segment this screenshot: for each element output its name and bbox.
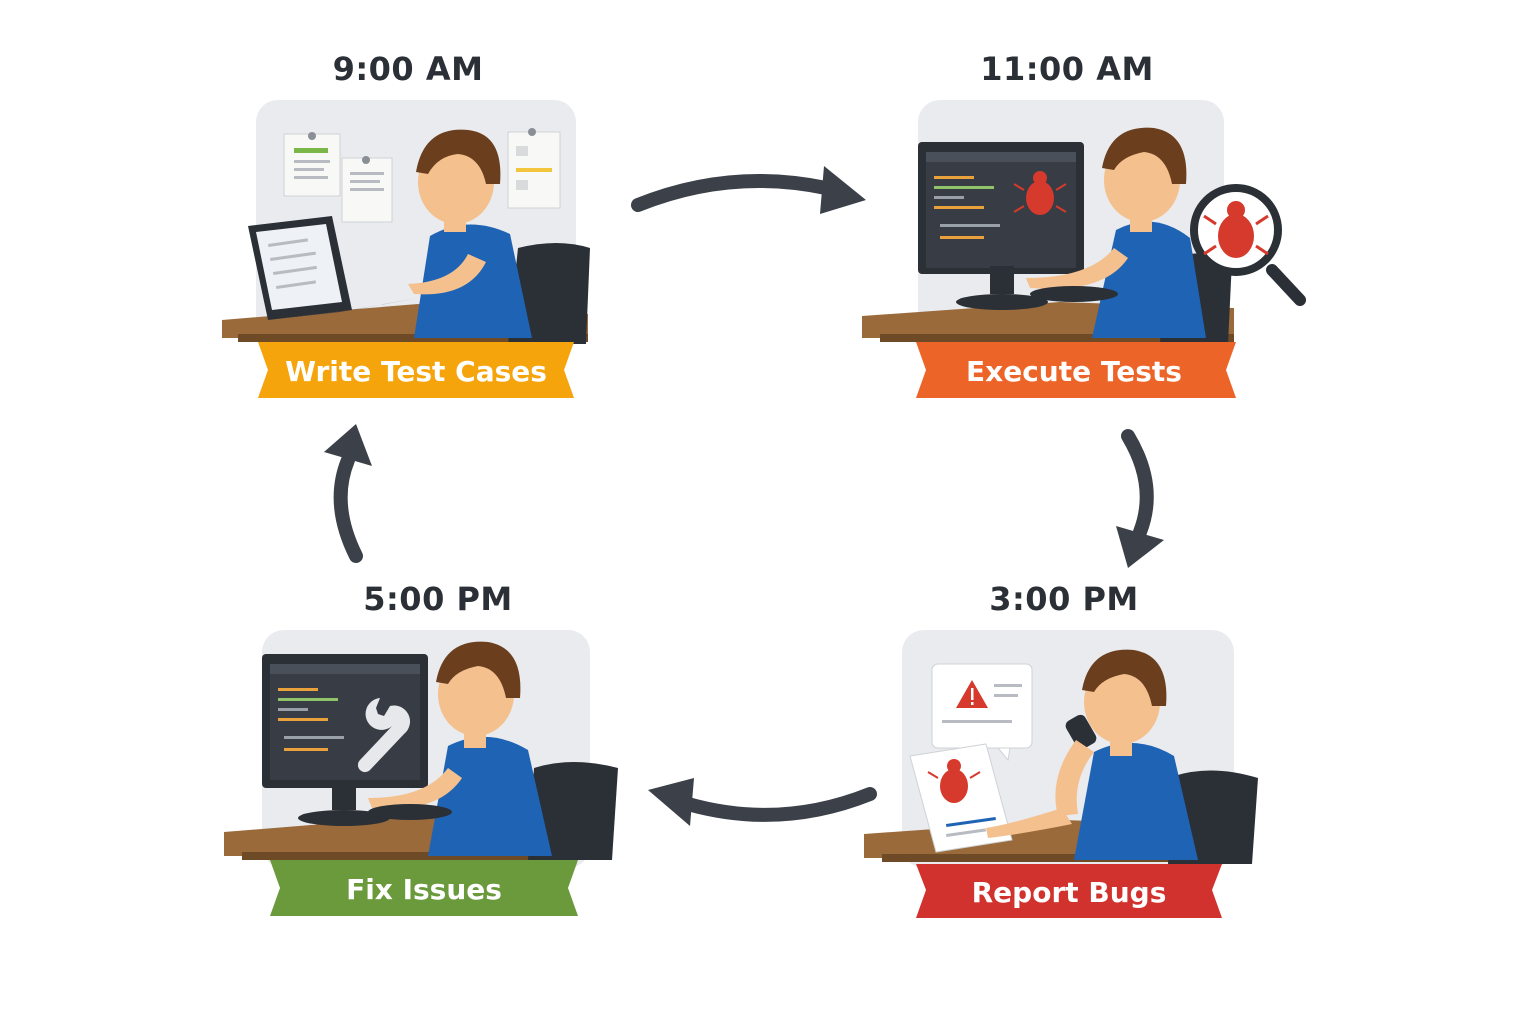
time-label-write: 9:00 AM (332, 50, 484, 88)
stage-label-write: Write Test Cases (285, 355, 547, 388)
arrow-execute-to-report (1116, 429, 1164, 568)
bug-report-icon (909, 743, 1013, 853)
scene-fix-issues: Fix Issues (224, 630, 618, 916)
arrow-report-to-fix (648, 778, 877, 826)
monitor-icon (918, 142, 1084, 310)
magnifier-icon (1190, 184, 1306, 306)
stage-label-execute: Execute Tests (966, 355, 1182, 388)
wrench-icon (357, 698, 411, 773)
banner-execute-tests: Execute Tests (916, 342, 1236, 398)
warning-icon (931, 663, 1033, 762)
stage-label-report: Report Bugs (972, 876, 1167, 909)
stage-label-fix: Fix Issues (346, 873, 502, 906)
laptop-icon (248, 216, 418, 320)
arrow-fix-to-write (324, 424, 372, 563)
time-label-execute: 11:00 AM (980, 50, 1154, 88)
scene-execute-tests: Execute Tests (862, 100, 1306, 398)
banner-write-test-cases: Write Test Cases (258, 342, 574, 398)
phone-icon (1065, 714, 1097, 750)
banner-fix-issues: Fix Issues (270, 860, 578, 916)
arrow-write-to-execute (631, 166, 866, 214)
bug-icon (1013, 171, 1067, 215)
scene-write-test-cases: Write Test Cases (222, 100, 590, 398)
time-label-report: 3:00 PM (989, 580, 1139, 618)
time-label-fix: 5:00 PM (363, 580, 513, 618)
scene-report-bugs: Report Bugs (864, 630, 1258, 918)
sticky-notes-icon (283, 128, 561, 223)
banner-report-bugs: Report Bugs (916, 864, 1222, 918)
